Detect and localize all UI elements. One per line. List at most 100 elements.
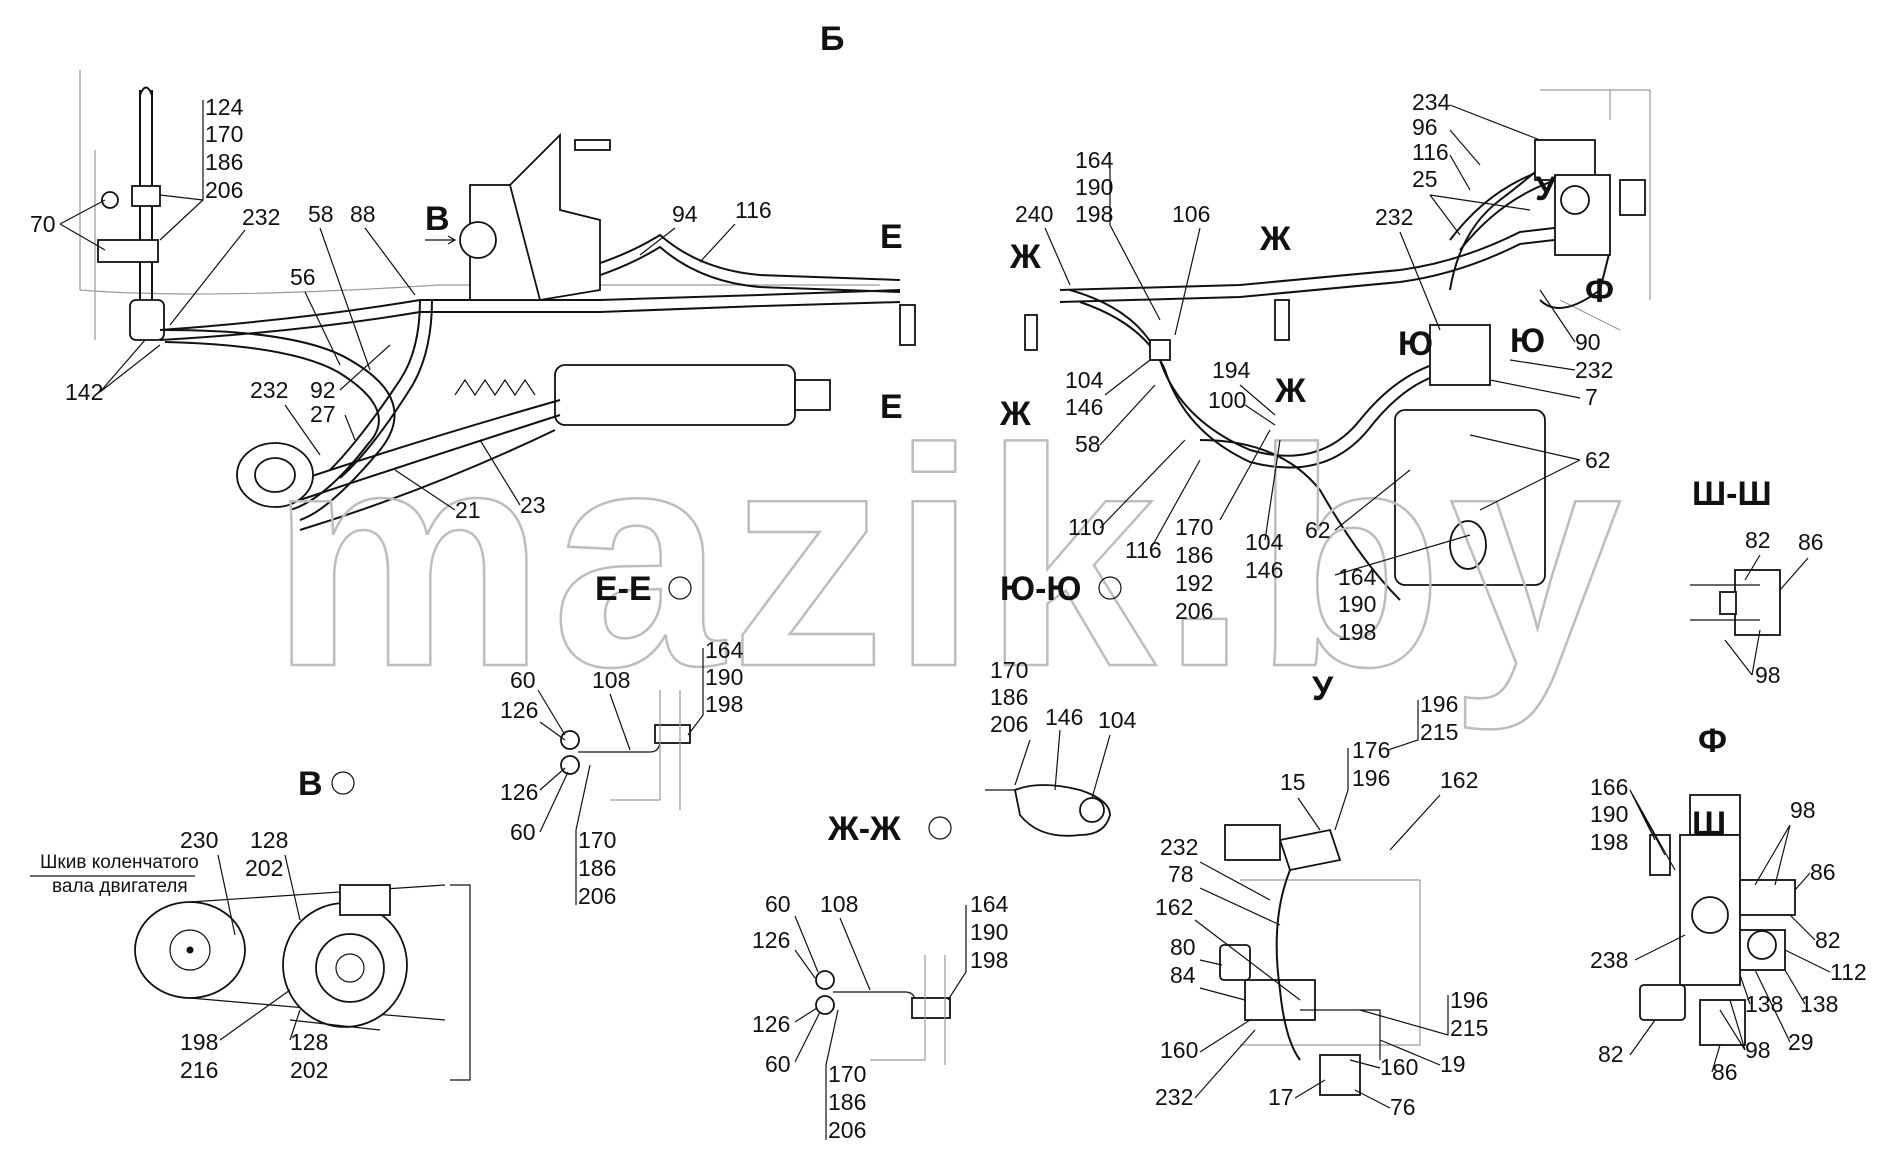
- callout: 196: [1450, 987, 1488, 1013]
- section-title-zh-zh: Ж-Ж: [827, 810, 901, 848]
- callout: 126: [500, 779, 538, 805]
- rotation-circle-icon: [1098, 576, 1122, 600]
- callouts-section-yu-yu: 170 186 206 146 104: [990, 657, 1137, 799]
- section-title-sh-sh: Ш-Ш: [1692, 475, 1772, 513]
- rotation-circle-icon: [331, 771, 355, 795]
- callout: 88: [350, 201, 376, 227]
- callout: 124: [205, 94, 244, 120]
- callout: 190: [1590, 801, 1628, 827]
- view-arrow-v: В: [425, 200, 450, 238]
- section-sh-sh-drawing: [1690, 569, 1781, 636]
- callout: 192: [1175, 570, 1213, 596]
- callout: 104: [1098, 707, 1137, 733]
- callout: 126: [752, 1011, 790, 1037]
- callout: 170: [1175, 514, 1213, 540]
- section-title-yu-yu: Ю-Ю: [1000, 570, 1081, 608]
- rotation-circle-icon: [928, 816, 952, 840]
- callout: 238: [1590, 947, 1628, 973]
- callout: 170: [990, 657, 1028, 683]
- callout: 100: [1208, 387, 1246, 413]
- callout: 126: [752, 927, 790, 953]
- callout: 19: [1440, 1051, 1466, 1077]
- callout: 82: [1598, 1041, 1624, 1067]
- view-f-drawing: [1639, 794, 1796, 1046]
- callout: 176: [1352, 737, 1390, 763]
- cut-label-u: У: [1535, 170, 1557, 208]
- section-title-e-e: Е-Е: [595, 570, 652, 608]
- callout: 232: [1375, 204, 1413, 230]
- callout: 60: [510, 667, 536, 693]
- callout: 17: [1268, 1084, 1294, 1110]
- callout: 146: [1065, 394, 1103, 420]
- callout: 206: [205, 177, 243, 203]
- callout: 15: [1280, 769, 1306, 795]
- callout: 160: [1160, 1037, 1198, 1063]
- section-zh-zh-drawing: [815, 955, 951, 1065]
- view-title-f: Ф: [1698, 722, 1727, 760]
- callout: 198: [1590, 829, 1628, 855]
- callout: 96: [1412, 114, 1438, 140]
- callout: 146: [1045, 704, 1083, 730]
- pulley-note-line2: вала двигателя: [52, 876, 188, 897]
- callout: 146: [1245, 557, 1283, 583]
- callout: 166: [1590, 774, 1628, 800]
- callout: 142: [65, 379, 103, 405]
- callout: 162: [1155, 894, 1193, 920]
- callout: 104: [1245, 529, 1284, 555]
- callout: 108: [592, 667, 630, 693]
- callout: 202: [290, 1057, 328, 1083]
- watermark: mazik.by: [270, 384, 1627, 733]
- callout: 138: [1800, 991, 1838, 1017]
- view-v-drawing: [134, 884, 471, 1081]
- callout: 21: [455, 497, 481, 523]
- callout: 164: [705, 637, 744, 663]
- callout: 232: [250, 377, 288, 403]
- callout: 58: [308, 201, 334, 227]
- callouts-view-f: 166 190 198 98 86 82 238 112 138 138 29 …: [1590, 774, 1867, 1085]
- callout: 128: [250, 827, 288, 853]
- view-label-b: Б: [820, 20, 844, 58]
- callout: 186: [990, 684, 1028, 710]
- callout: 162: [1440, 767, 1478, 793]
- view-title-v: В: [298, 765, 323, 803]
- callout: 56: [290, 264, 316, 290]
- section-e-e-drawing: [560, 690, 691, 810]
- callout: 170: [828, 1061, 866, 1087]
- cut-label-sh-small: Ш: [1692, 805, 1726, 843]
- callout: 232: [242, 204, 280, 230]
- callout: 198: [970, 947, 1008, 973]
- v-arrow-icon: [425, 235, 457, 245]
- callouts-view-u: 196 215 176 196 15 162 232 78 162 80 84 …: [1155, 691, 1488, 1120]
- callouts-main-left: 124 170 186 206 70 232 58 88 56 142 232 …: [30, 94, 772, 523]
- callout: 206: [828, 1117, 866, 1143]
- callout: 128: [290, 1029, 328, 1055]
- callout: 216: [180, 1057, 218, 1083]
- callouts-view-v: 230 128 202 198 216 128 202: [180, 827, 328, 1083]
- rotation-circle-icon: [668, 576, 692, 600]
- callout: 112: [1830, 959, 1867, 985]
- callout: 90: [1575, 329, 1601, 355]
- callout: 7: [1585, 384, 1598, 410]
- callout: 170: [205, 121, 243, 147]
- callout: 230: [180, 827, 218, 853]
- callout: 106: [1172, 201, 1210, 227]
- callout: 62: [1305, 517, 1331, 543]
- callout: 234: [1412, 89, 1451, 115]
- callout: 92: [310, 377, 336, 403]
- callout: 29: [1788, 1029, 1814, 1055]
- callout: 78: [1168, 861, 1194, 887]
- callout: 126: [500, 697, 538, 723]
- callout: 98: [1745, 1037, 1771, 1063]
- callouts-section-e-e: 60 126 108 164 190 198 126 60 170 186 20…: [500, 637, 744, 909]
- callout: 206: [578, 883, 616, 909]
- callout: 23: [520, 492, 546, 518]
- callout: 232: [1155, 1084, 1193, 1110]
- callout: 194: [1212, 357, 1251, 383]
- callout: 240: [1015, 201, 1053, 227]
- callout: 116: [735, 197, 772, 223]
- callout: 202: [245, 855, 283, 881]
- callout: 198: [1075, 201, 1113, 227]
- callout: 190: [1338, 591, 1376, 617]
- cut-label-zh-left-bottom: Ж: [999, 395, 1031, 433]
